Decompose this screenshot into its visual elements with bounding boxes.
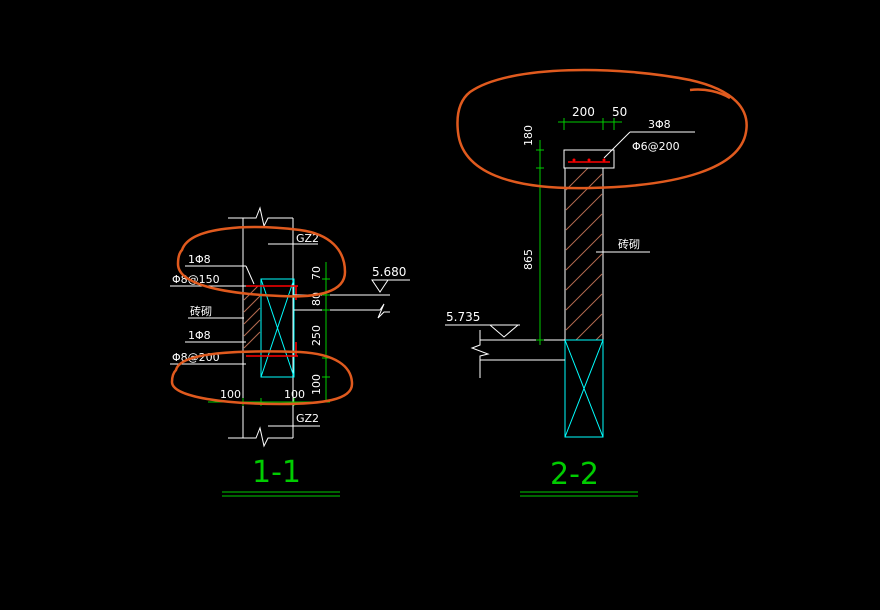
section-box-2-2 [564, 339, 604, 438]
dim-50: 50 [612, 105, 627, 119]
gz-bottom-label: GZ2 [296, 412, 319, 425]
top-break-line [228, 206, 293, 228]
dim-250: 250 [310, 325, 323, 346]
markup-circle-top [176, 225, 347, 298]
dim-100-vertical: 100 [310, 374, 323, 395]
bottom-break-line [228, 426, 293, 448]
wall-hatch-2-2 [565, 167, 603, 341]
dim-865: 865 [522, 249, 535, 270]
markup-circle-2-2 [456, 68, 748, 190]
elev-triangle-2-2 [488, 324, 520, 338]
break-line-2-2 [470, 330, 490, 378]
wall-label-2-2: 砖砌 [618, 237, 640, 251]
rebar-top-label: 1Φ8 [188, 253, 211, 266]
elev-label-1-1: 5.680 [372, 265, 406, 279]
gz-top-label: GZ2 [296, 232, 319, 245]
dim-100-right: 100 [284, 388, 305, 401]
section-box [260, 278, 295, 378]
wall-hatch [243, 285, 261, 349]
section-2-2: 5.735 180 865 200 50 3Φ8 Φ6@200 砖砌 2-2 [445, 68, 748, 497]
top-beam [563, 149, 615, 169]
dim-100-left: 100 [220, 388, 241, 401]
section-title-2-2: 2-2 [550, 457, 599, 492]
slab-bottom [294, 303, 390, 319]
rebar-label-2-2: 3Φ8 [648, 118, 671, 131]
stirrup-label-2-2: Φ6@200 [632, 140, 680, 153]
dim-70: 70 [310, 266, 323, 280]
wall-label-1-1: 砖砌 [190, 304, 212, 318]
section-title-1-1: 1-1 [252, 455, 301, 490]
markup-circle-bottom [170, 350, 354, 406]
rebar-bottom-label: 1Φ8 [188, 329, 211, 342]
section-1-1: 5.680 70 80 250 100 100 100 1Φ8 Φ8@150 砖 [170, 206, 410, 497]
dim-200: 200 [572, 105, 595, 119]
dim-180: 180 [522, 125, 535, 146]
elev-label-2-2: 5.735 [446, 310, 480, 324]
elev-triangle-1-1 [371, 279, 389, 293]
